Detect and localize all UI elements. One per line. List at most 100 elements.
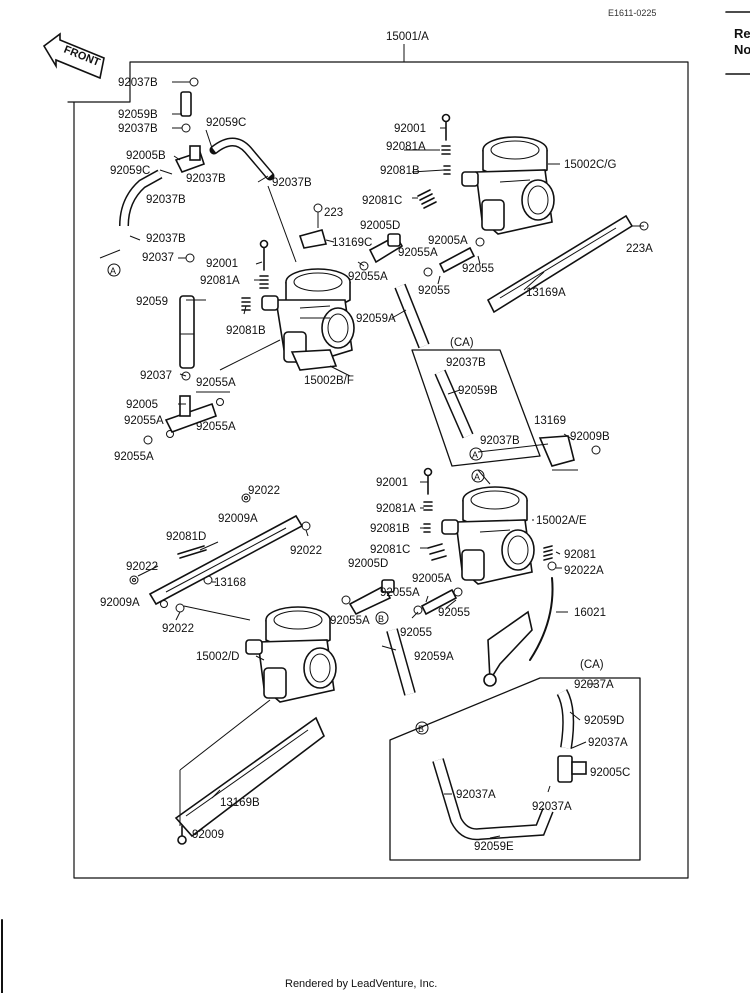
label-92022-4: 92022 xyxy=(162,623,194,635)
label-16021: 16021 xyxy=(574,607,606,619)
label-92005: 92005 xyxy=(126,399,158,411)
link-plates xyxy=(148,214,634,838)
label-92055-4: 92055 xyxy=(400,627,432,639)
label-92037-1: 92037 xyxy=(142,252,174,264)
ref-B-1: B xyxy=(378,614,384,624)
footer-text: Rendered by LeadVenture, Inc. xyxy=(285,978,437,990)
label-92081D: 92081D xyxy=(166,531,206,543)
label-15002AE: 15002A/E xyxy=(536,515,587,527)
label-92081A-2: 92081A xyxy=(386,141,426,153)
label-92059B-1: 92059B xyxy=(118,109,158,121)
label-92037B-8: 92037B xyxy=(480,435,520,447)
label-92005D-2: 92005D xyxy=(348,558,388,570)
label-92081A-1: 92081A xyxy=(200,275,240,287)
label-92055A-3: 92055A xyxy=(124,415,164,427)
ca-box-upper xyxy=(411,349,541,467)
label-92037B-5: 92037B xyxy=(272,177,312,189)
label-92005A-2: 92005A xyxy=(412,573,452,585)
label-92055A-7: 92055A xyxy=(380,587,420,599)
label-92081B-3: 92081B xyxy=(370,523,410,535)
label-92081: 92081 xyxy=(564,549,596,561)
label-92037B-4: 92037B xyxy=(146,194,186,206)
label-13168: 13168 xyxy=(214,577,246,589)
label-15002D: 15002/D xyxy=(196,651,239,663)
label-13169A: 13169A xyxy=(526,287,566,299)
label-92022-1: 92022 xyxy=(248,485,280,497)
label-92081C-2: 92081C xyxy=(370,544,410,556)
label-13169C: 13169C xyxy=(332,237,372,249)
label-92001-1: 92001 xyxy=(206,258,238,270)
label-92037A-4: 92037A xyxy=(456,789,496,801)
label-92005B: 92005B xyxy=(126,150,166,162)
label-92037B-2: 92037B xyxy=(118,123,158,135)
label-13169B: 13169B xyxy=(220,797,260,809)
edge-text-2: No xyxy=(734,42,750,57)
leader-lines xyxy=(99,81,644,839)
label-92037A-1: 92037A xyxy=(574,679,614,691)
carburetor-15002D xyxy=(245,606,337,703)
hoses xyxy=(119,91,575,841)
label-92009A-2: 92009A xyxy=(100,597,140,609)
label-92081A-3: 92081A xyxy=(376,503,416,515)
ref-markers: A A A B B xyxy=(107,263,485,735)
label-92022A: 92022A xyxy=(564,565,604,577)
label-92059B-2: 92059B xyxy=(458,385,498,397)
label-92081B-1: 92081B xyxy=(226,325,266,337)
label-92055-3: 92055 xyxy=(438,607,470,619)
label-92005D-1: 92005D xyxy=(360,220,400,232)
label-92055A-1: 92055A xyxy=(348,271,388,283)
label-92081B-2: 92081B xyxy=(380,165,420,177)
label-92059A-2: 92059A xyxy=(414,651,454,663)
ref-A-1: A xyxy=(110,266,116,276)
edge-text-1: Re xyxy=(734,26,750,41)
part-labels: 92037B 92059B 92037B 92059C 92005B 92059… xyxy=(100,77,653,853)
label-92037B-1: 92037B xyxy=(118,77,158,89)
label-15002CG: 15002C/G xyxy=(564,159,616,171)
label-92055-1: 92055 xyxy=(462,263,494,275)
label-92055A-6: 92055A xyxy=(398,247,438,259)
label-92001-2: 92001 xyxy=(394,123,426,135)
label-92059E: 92059E xyxy=(474,841,514,853)
label-CA-1: (CA) xyxy=(450,337,474,349)
label-92055A-4: 92055A xyxy=(196,421,236,433)
label-92022-3: 92022 xyxy=(126,561,158,573)
label-92055A-5: 92055A xyxy=(114,451,154,463)
label-92037A-2: 92037A xyxy=(588,737,628,749)
label-92081C-1: 92081C xyxy=(362,195,402,207)
assembly-frame xyxy=(67,61,689,879)
ca-box-lower xyxy=(389,677,641,861)
label-92037A-3: 92037A xyxy=(532,801,572,813)
label-92009A-1: 92009A xyxy=(218,513,258,525)
carburetor-15002AE xyxy=(441,486,535,585)
carburetor-15002CG xyxy=(461,136,555,235)
label-92037B-7: 92037B xyxy=(446,357,486,369)
label-92059A-1: 92059A xyxy=(356,313,396,325)
label-92009B: 92009B xyxy=(570,431,610,443)
ref-A-3: A xyxy=(474,472,480,482)
label-92055A-8: 92055A xyxy=(330,615,370,627)
label-92001-3: 92001 xyxy=(376,477,408,489)
label-223: 223 xyxy=(324,207,343,219)
label-CA-2: (CA) xyxy=(580,659,604,671)
label-92059C-2: 92059C xyxy=(110,165,150,177)
label-92009: 92009 xyxy=(192,829,224,841)
label-92022-2: 92022 xyxy=(290,545,322,557)
label-92037-2: 92037 xyxy=(140,370,172,382)
label-92037B-3: 92037B xyxy=(186,173,226,185)
label-92055-2: 92055 xyxy=(418,285,450,297)
label-92037B-6: 92037B xyxy=(146,233,186,245)
label-15001A: 15001/A xyxy=(386,31,429,43)
ref-B-2: B xyxy=(418,724,424,734)
label-15002BF: 15002B/F xyxy=(304,375,354,387)
label-92005A-1: 92005A xyxy=(428,235,468,247)
label-13169: 13169 xyxy=(534,415,566,427)
label-92059D: 92059D xyxy=(584,715,624,727)
front-arrow: FRONT xyxy=(42,32,105,80)
fittings xyxy=(129,77,649,845)
label-92059: 92059 xyxy=(136,296,168,308)
label-92059C-1: 92059C xyxy=(206,117,246,129)
carburetor-15002BF xyxy=(261,268,355,371)
label-92005C: 92005C xyxy=(590,767,630,779)
